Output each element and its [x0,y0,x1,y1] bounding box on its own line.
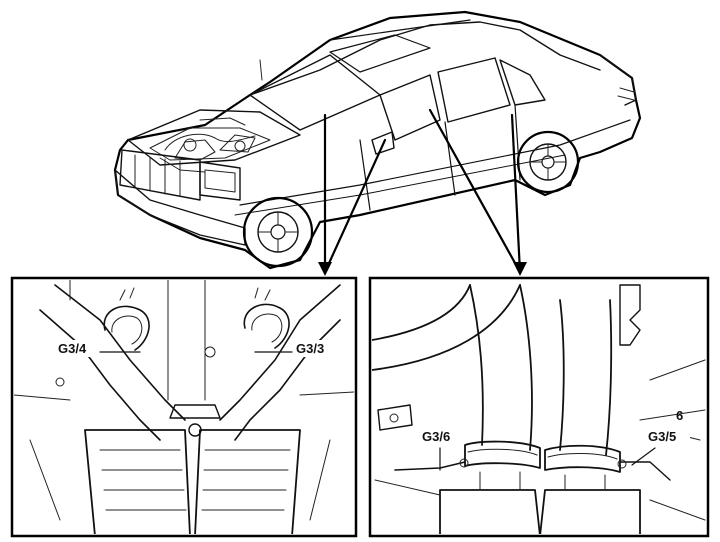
left-detail-panel: G3/4 G3/3 [10,276,358,538]
front-wheel-icon [242,196,314,268]
pointer-lines [318,108,527,276]
right-detail-panel: 6 G3/6 G3/5 [368,276,710,538]
car-illustration [113,10,642,270]
label-g3-6: G3/6 [422,429,450,444]
label-g3-4: G3/4 [58,341,87,356]
label-g3-5: G3/5 [648,429,676,444]
label-g3-3: G3/3 [296,341,324,356]
svg-text:6: 6 [676,408,683,423]
rear-wheel-icon [516,130,580,194]
